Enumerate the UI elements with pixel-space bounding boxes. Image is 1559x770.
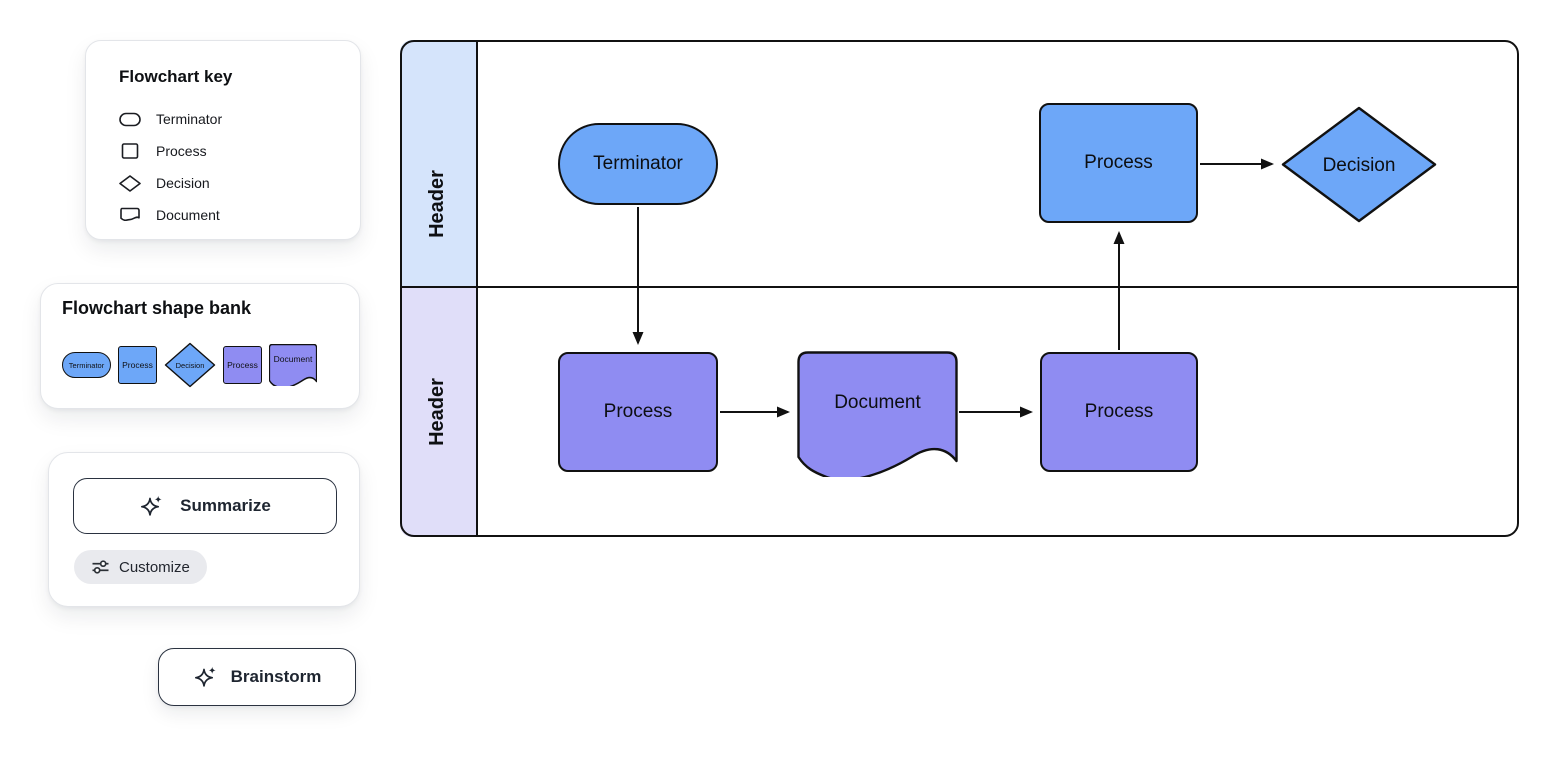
terminator-outline-icon	[119, 112, 141, 127]
document-shape-svg	[269, 344, 317, 386]
connector-layer	[632, 158, 1274, 418]
key-item-process: Process	[119, 135, 222, 167]
key-item-label: Document	[156, 207, 220, 223]
flowchart-key-title: Flowchart key	[119, 67, 233, 86]
brainstorm-label: Brainstorm	[230, 667, 322, 686]
customize-button[interactable]: Customize	[74, 550, 207, 584]
node-process-2[interactable]: Process	[558, 352, 718, 472]
key-item-label: Process	[156, 143, 207, 159]
process-outline-icon	[119, 143, 141, 159]
decision-outline-icon	[119, 174, 141, 192]
summarize-label: Summarize	[180, 496, 271, 515]
decision-shape-svg	[1281, 106, 1437, 223]
bank-shape-label: Terminator	[68, 360, 105, 370]
key-item-terminator: Terminator	[119, 103, 222, 135]
summarize-button[interactable]: Summarize	[73, 478, 337, 534]
node-terminator[interactable]: Terminator	[558, 123, 718, 205]
node-label: Process	[1084, 401, 1154, 422]
key-item-label: Terminator	[156, 111, 223, 127]
flowchart-key-panel[interactable]: Flowchart key Terminator Process Decisio…	[85, 40, 361, 240]
node-label: Terminator	[593, 153, 683, 174]
sparkle-icon	[193, 665, 218, 689]
node-label: Process	[1084, 152, 1153, 173]
decision-shape-svg	[164, 342, 216, 388]
flowchart-key-list: Terminator Process Decision Document	[119, 103, 222, 231]
shape-bank-row: Terminator Process Decision Process Docu…	[62, 336, 360, 394]
lane-2-header-cell[interactable]: Header	[400, 287, 478, 537]
node-label: Process	[603, 401, 673, 422]
sliders-icon	[91, 559, 110, 575]
bank-shape-decision[interactable]: Decision	[164, 342, 216, 388]
bank-shape-process-blue[interactable]: Process	[118, 346, 157, 384]
node-decision[interactable]: Decision	[1281, 106, 1437, 223]
document-shape-svg	[797, 351, 958, 482]
bank-shape-label: Process	[227, 360, 258, 370]
sparkle-icon	[139, 494, 164, 518]
shape-bank-title: Flowchart shape bank	[62, 298, 252, 318]
bank-shape-process-purple[interactable]: Process	[223, 346, 262, 384]
node-process-3[interactable]: Process	[1040, 352, 1198, 472]
brainstorm-button[interactable]: Brainstorm	[158, 648, 356, 706]
key-item-label: Decision	[156, 175, 210, 191]
bank-shape-terminator[interactable]: Terminator	[62, 352, 111, 378]
lane-1-header-cell[interactable]: Header	[400, 40, 478, 287]
key-item-document: Document	[119, 199, 222, 231]
node-document[interactable]: Document	[797, 351, 958, 482]
document-outline-icon	[119, 207, 141, 223]
bank-shape-document[interactable]: Document	[269, 344, 317, 386]
flowchart-shape-bank-panel[interactable]: Flowchart shape bank Terminator Process …	[40, 283, 360, 409]
lane-divider	[400, 286, 1519, 288]
customize-label: Customize	[119, 558, 190, 576]
node-process-top[interactable]: Process	[1039, 103, 1198, 223]
bank-shape-label: Process	[122, 360, 153, 370]
key-item-decision: Decision	[119, 167, 222, 199]
ai-widget-card: Summarize Customize	[48, 452, 360, 607]
